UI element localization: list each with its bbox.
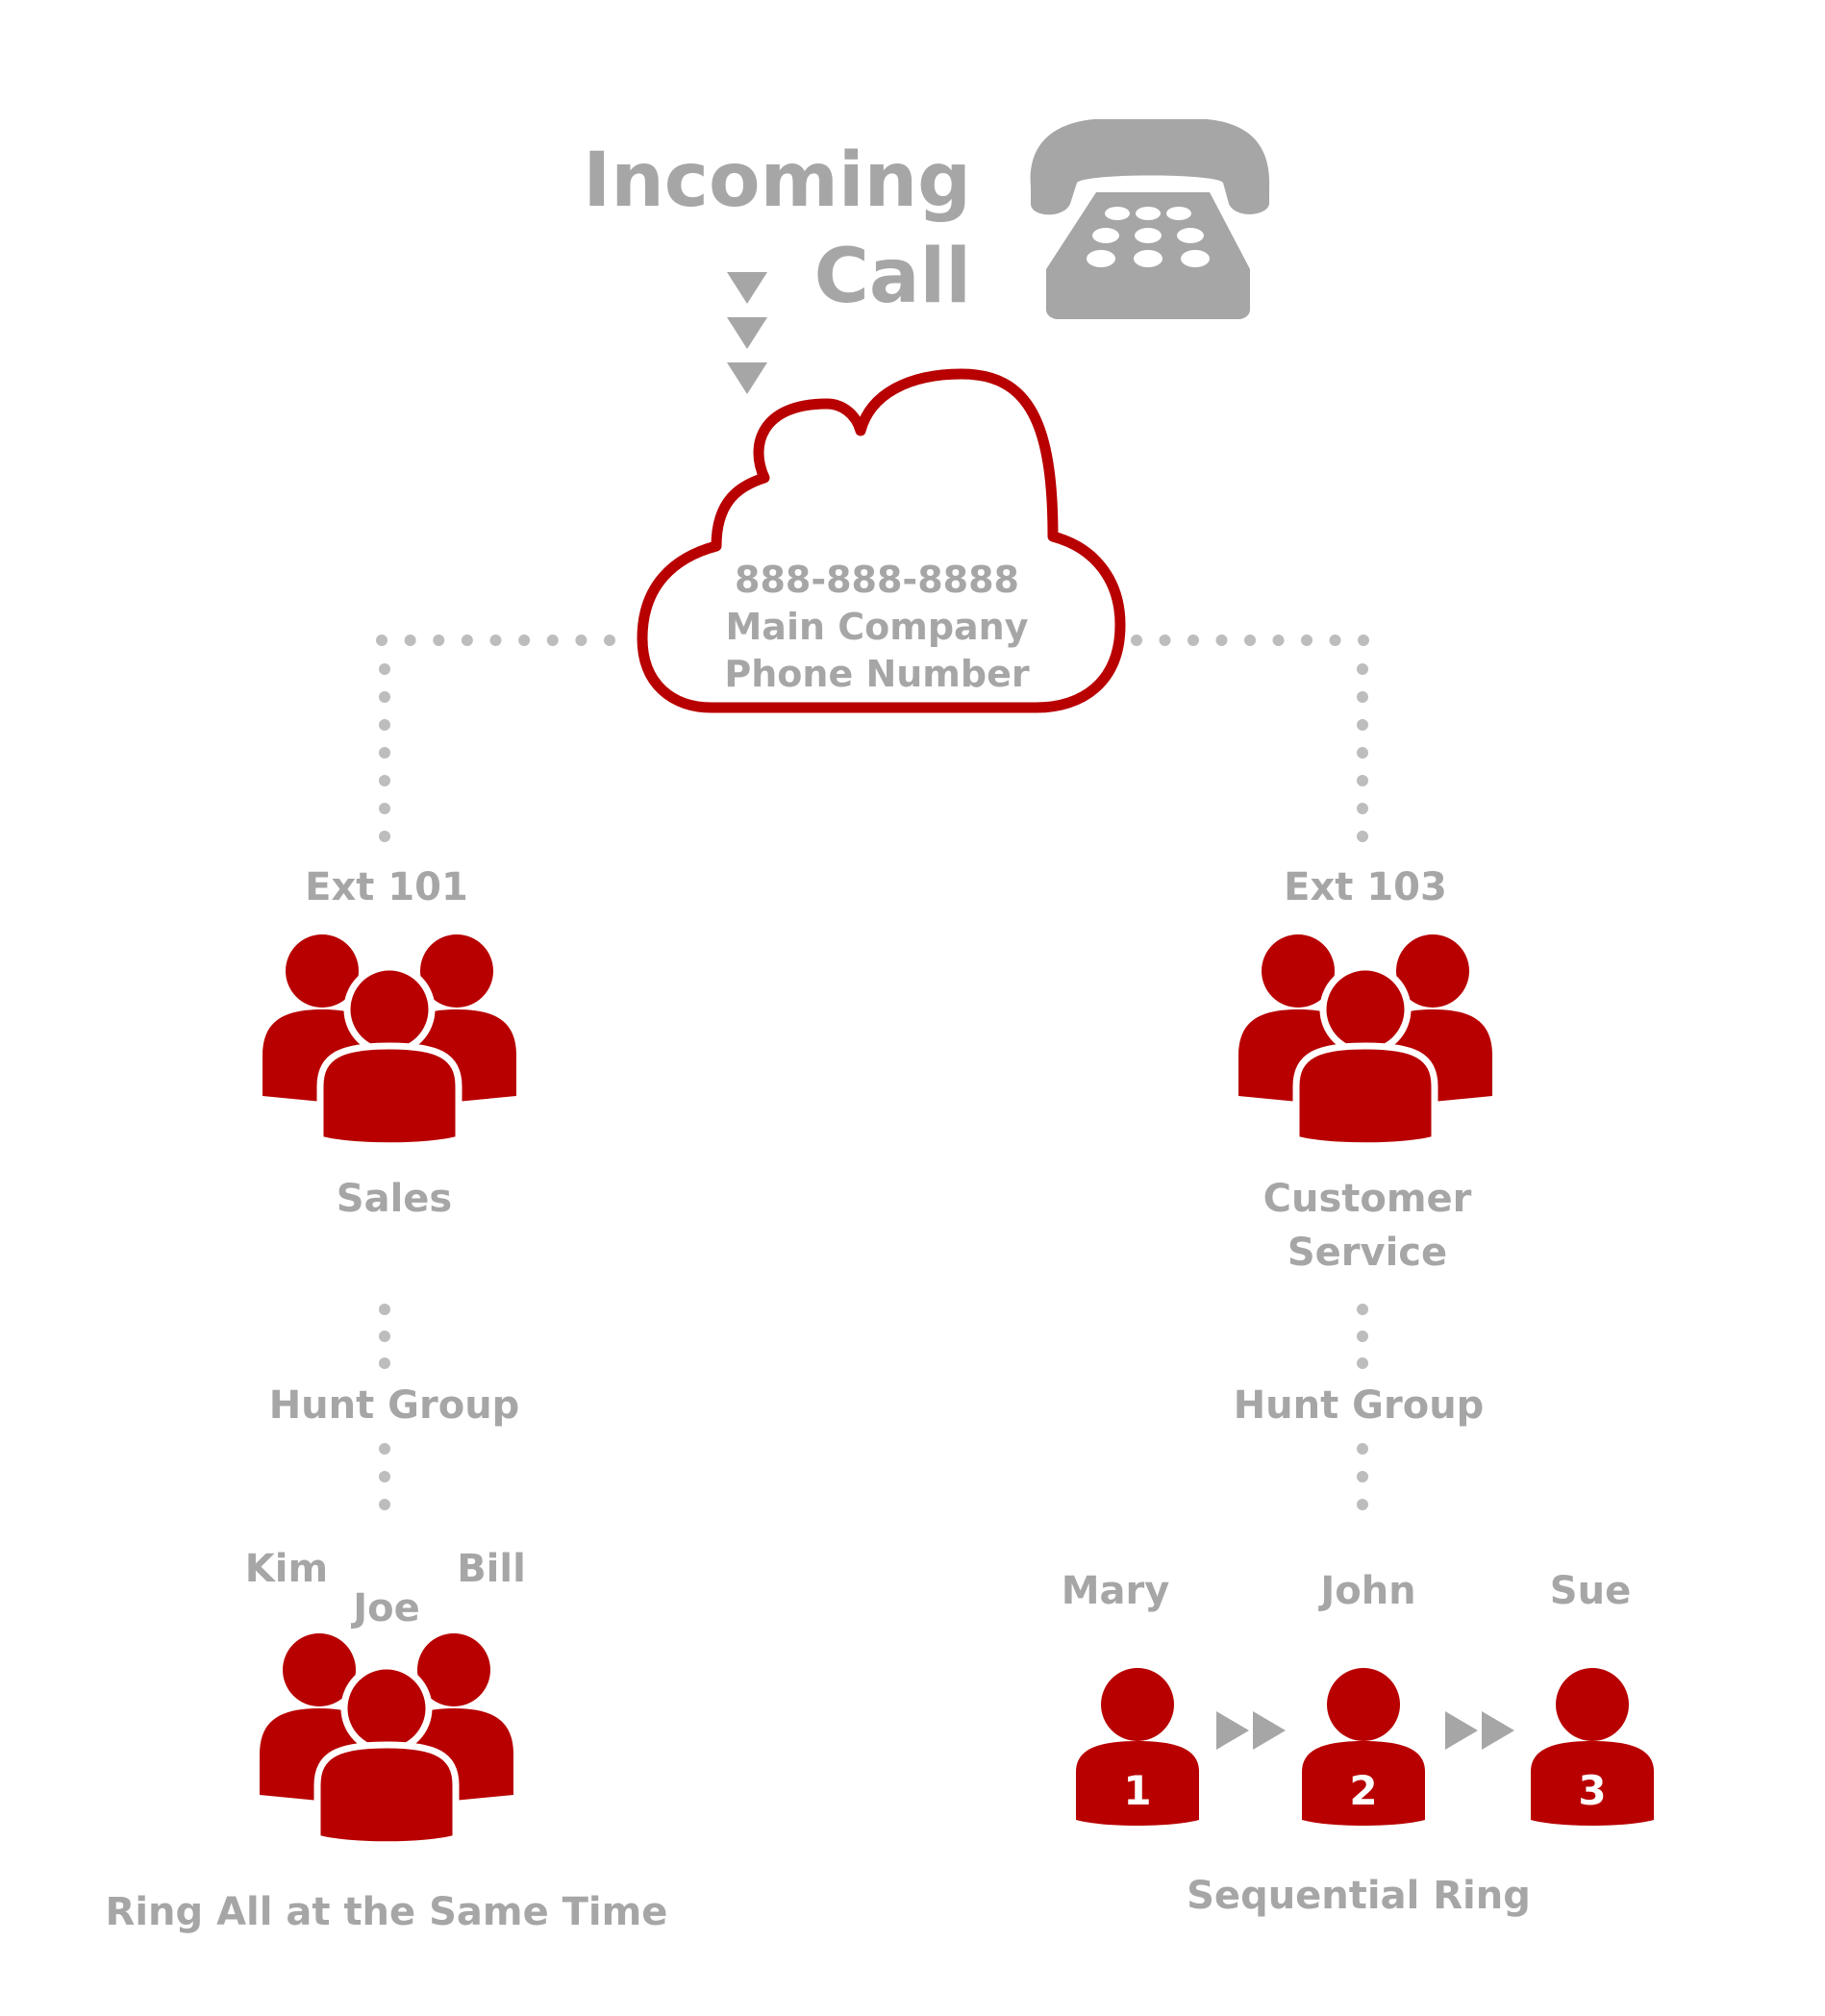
- order-number-3: 3: [1578, 1767, 1606, 1814]
- customer-service-line1: Customer: [1263, 1177, 1472, 1221]
- right-hunt-group-label: Hunt Group: [1234, 1383, 1485, 1428]
- connector-dot-right-top: [1188, 635, 1199, 646]
- member-kim: Kim: [245, 1547, 328, 1591]
- connector-dot-right-down: [1357, 719, 1368, 731]
- connector-dot-right-hunt-upper: [1357, 1331, 1368, 1342]
- sales-group-icon: [262, 934, 516, 1146]
- order-number-2: 2: [1349, 1767, 1377, 1814]
- person-icon-1: 1: [1076, 1668, 1199, 1826]
- connector-dot-right-down: [1357, 691, 1368, 703]
- connector-dot-left-hunt-lower: [379, 1471, 390, 1482]
- connector-dot-left-top: [518, 635, 531, 646]
- connector-dot-left-top: [489, 635, 502, 646]
- order-number-1: 1: [1123, 1767, 1151, 1814]
- connector-dot-left-top: [461, 635, 473, 646]
- connector-dot-right-top: [1131, 635, 1142, 646]
- connector-dot-left-top: [433, 635, 445, 646]
- connector-dot-left-top: [376, 635, 388, 646]
- connector-dot-left-down: [379, 775, 390, 786]
- connector-dot-right-top: [1301, 635, 1312, 646]
- person-icon-3: 3: [1531, 1668, 1654, 1826]
- title-line1: Incoming: [583, 137, 971, 224]
- connector-dot-left-down: [379, 719, 390, 731]
- connector-dot-left-top: [546, 635, 559, 646]
- connector-dot-right-top: [1244, 635, 1256, 646]
- connector-dot-right-top: [1329, 635, 1341, 646]
- connector-dot-right-hunt-upper: [1357, 1357, 1368, 1369]
- connector-dot-right-hunt-upper: [1357, 1304, 1368, 1315]
- connector-dot-left-hunt-upper: [379, 1304, 390, 1315]
- left-hunt-group-label: Hunt Group: [269, 1383, 520, 1428]
- connector-dot-left-hunt-lower: [379, 1443, 390, 1455]
- member-joe: Joe: [350, 1586, 420, 1630]
- connector-dot-left-top: [575, 635, 588, 646]
- ring-all-label: Ring All at the Same Time: [106, 1890, 668, 1934]
- connector-dot-right-down: [1357, 663, 1368, 675]
- cloud-line2: Main Company: [725, 606, 1028, 648]
- connector-dot-right-top: [1215, 635, 1228, 646]
- double-arrow-icon-2: [1445, 1711, 1514, 1750]
- connector-dot-right-hunt-lower: [1357, 1499, 1368, 1510]
- connector-dot-right-down: [1357, 831, 1368, 842]
- sales-label: Sales: [337, 1177, 452, 1221]
- dotted-connectors: [376, 635, 1369, 1510]
- connector-dot-right-down: [1357, 747, 1368, 759]
- connector-dot-left-top: [404, 635, 416, 646]
- connector-dot-left-down: [379, 747, 390, 759]
- connector-dot-right-hunt-lower: [1357, 1443, 1368, 1455]
- ext-101-label: Ext 101: [305, 865, 468, 909]
- connector-dot-left-hunt-upper: [379, 1331, 390, 1342]
- member-sue: Sue: [1550, 1569, 1631, 1613]
- sequential-ring-label: Sequential Ring: [1187, 1874, 1531, 1918]
- ring-all-group-icon: [260, 1633, 513, 1845]
- double-arrow-icon-1: [1216, 1711, 1286, 1750]
- cloud-number: 888-888-8888: [735, 559, 1019, 601]
- connector-dot-right-top: [1159, 635, 1171, 646]
- connector-dot-left-hunt-upper: [379, 1357, 390, 1369]
- cloud-line3: Phone Number: [724, 653, 1029, 695]
- person-icon-2: 2: [1302, 1668, 1425, 1826]
- ext-103-label: Ext 103: [1284, 865, 1447, 909]
- connector-dot-left-down: [379, 663, 390, 675]
- title-line2: Call: [814, 234, 971, 320]
- connector-dot-left-hunt-lower: [379, 1499, 390, 1510]
- connector-dot-right-top: [1358, 635, 1369, 646]
- connector-dot-left-down: [379, 831, 390, 842]
- member-mary: Mary: [1062, 1569, 1170, 1613]
- member-john: John: [1317, 1569, 1415, 1613]
- customer-service-line2: Service: [1288, 1231, 1447, 1275]
- customer-service-group-icon: [1238, 934, 1492, 1146]
- down-arrows: [727, 272, 767, 394]
- connector-dot-left-down: [379, 691, 390, 703]
- telephone-icon: [1030, 119, 1270, 319]
- connector-dot-right-top: [1272, 635, 1285, 646]
- connector-dot-left-top: [604, 635, 615, 646]
- connector-dot-right-down: [1357, 803, 1368, 814]
- connector-dot-right-down: [1357, 775, 1368, 786]
- connector-dot-left-down: [379, 803, 390, 814]
- cloud-icon: [637, 368, 1126, 713]
- connector-dot-right-hunt-lower: [1357, 1471, 1368, 1482]
- member-bill: Bill: [457, 1547, 526, 1591]
